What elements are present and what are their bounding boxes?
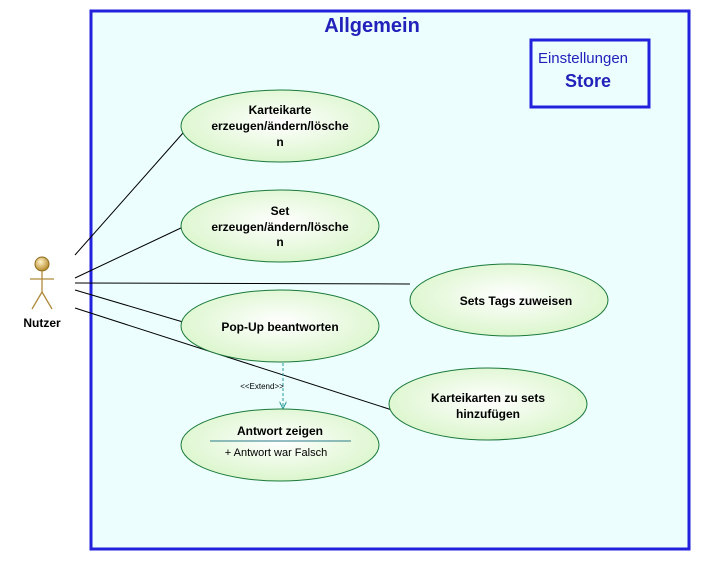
use-case-label-line: Sets Tags zuweisen — [460, 294, 572, 308]
extend-label: <<Extend>> — [240, 382, 284, 391]
use-case-karteikarte[interactable]: Karteikarte erzeugen/ändern/lösche n — [180, 89, 380, 163]
extend-relation: <<Extend>> — [240, 363, 284, 408]
use-case-label-line: n — [276, 235, 283, 249]
use-case-attribute: + Antwort war Falsch — [225, 447, 327, 459]
use-case-set[interactable]: Set erzeugen/ändern/lösche n — [180, 189, 380, 263]
actor-head — [34, 256, 50, 272]
store-box-line2: Store — [565, 71, 611, 91]
use-case-label-line: Antwort zeigen — [237, 424, 323, 438]
use-case-label-line: Set — [271, 204, 290, 218]
use-case-ellipse — [180, 189, 380, 263]
actor-leg-right — [41, 291, 53, 310]
use-case-label-line: erzeugen/ändern/lösche — [211, 220, 349, 234]
associations — [74, 132, 411, 411]
association-uc3 — [74, 289, 184, 323]
use-case-antwort[interactable]: Antwort zeigen + Antwort war Falsch — [180, 408, 380, 482]
actor-label: Nutzer — [23, 316, 61, 330]
association-uc5 — [74, 282, 411, 285]
use-case-ellipse — [180, 89, 380, 163]
store-box-line1: Einstellungen — [538, 50, 628, 67]
association-uc1 — [74, 132, 184, 256]
store-box — [529, 38, 651, 109]
use-case-label-line: n — [276, 135, 283, 149]
association-uc2 — [74, 226, 184, 279]
use-case-label-line: Pop-Up beantworten — [221, 320, 338, 334]
use-case-label-line: Karteikarte — [249, 103, 312, 117]
actor-leg-left — [31, 291, 43, 310]
association-uc6 — [74, 307, 393, 411]
use-case-label-line: hinzufügen — [456, 407, 520, 421]
use-case-label-line: erzeugen/ändern/lösche — [211, 119, 349, 133]
use-case-sets-tags[interactable]: Sets Tags zuweisen — [409, 263, 609, 337]
actor-nutzer: Nutzer — [23, 256, 61, 330]
use-case-ellipse — [180, 408, 380, 482]
use-case-ellipse — [180, 289, 380, 363]
use-case-popup[interactable]: Pop-Up beantworten — [180, 289, 380, 363]
use-case-label-line: Karteikarten zu sets — [431, 391, 545, 405]
use-case-ellipse — [409, 263, 609, 337]
system-title: Allgemein — [324, 15, 420, 37]
use-case-ellipse — [388, 367, 588, 441]
use-case-karteikarten-sets[interactable]: Karteikarten zu sets hinzufügen — [388, 367, 588, 441]
